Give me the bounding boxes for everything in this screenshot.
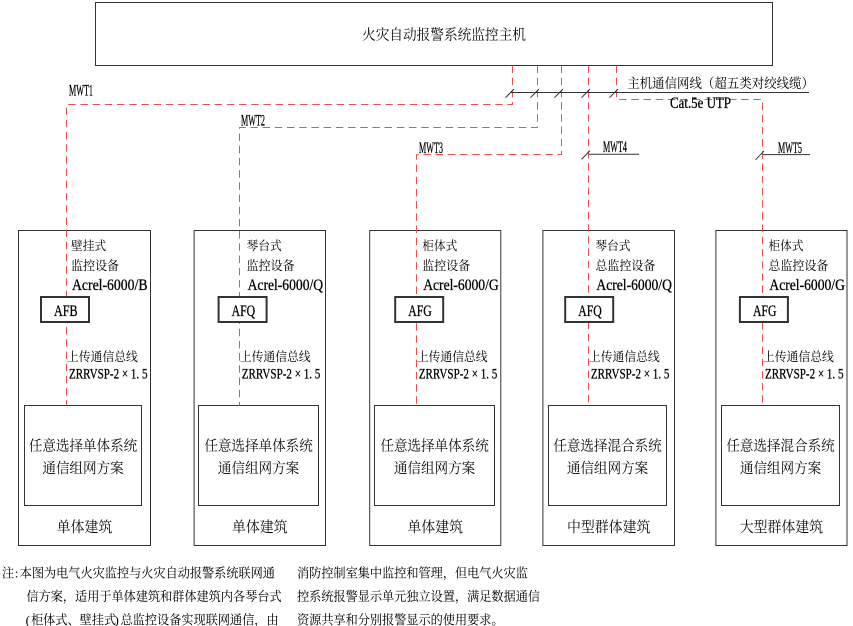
svg-text:ZRRVSP-2 × 1. 5: ZRRVSP-2 × 1. 5 (419, 367, 498, 383)
svg-text:MWT3: MWT3 (419, 140, 443, 157)
svg-text:Acrel-6000/Q: Acrel-6000/Q (248, 275, 324, 294)
svg-text:MWT4: MWT4 (603, 139, 627, 156)
svg-text::: : (15, 565, 19, 580)
svg-text:ZRRVSP-2 × 1. 5: ZRRVSP-2 × 1. 5 (69, 367, 148, 383)
svg-text:Acrel-6000/B: Acrel-6000/B (72, 275, 148, 294)
svg-text:MWT5: MWT5 (778, 140, 802, 157)
svg-text:Acrel-6000/G: Acrel-6000/G (423, 275, 499, 294)
svg-text:ZRRVSP-2 × 1. 5: ZRRVSP-2 × 1. 5 (765, 367, 844, 383)
svg-text:Acrel-6000/G: Acrel-6000/G (769, 275, 845, 294)
svg-text:AFQ: AFQ (578, 303, 602, 320)
svg-text:AFG: AFG (753, 303, 777, 320)
svg-text:ZRRVSP-2 × 1. 5: ZRRVSP-2 × 1. 5 (242, 367, 320, 383)
svg-text:): ) (115, 612, 119, 626)
svg-text:Cat.5e UTP: Cat.5e UTP (670, 95, 731, 112)
svg-text:(: ( (26, 612, 30, 626)
svg-text:AFG: AFG (408, 303, 432, 320)
svg-text:MWT2: MWT2 (241, 112, 265, 129)
svg-text:AFQ: AFQ (232, 303, 256, 320)
svg-text:MWT1: MWT1 (69, 82, 93, 99)
svg-text:ZRRVSP-2 × 1. 5: ZRRVSP-2 × 1. 5 (591, 367, 670, 383)
svg-text:AFB: AFB (54, 303, 78, 320)
svg-text:Acrel-6000/Q: Acrel-6000/Q (596, 275, 672, 294)
